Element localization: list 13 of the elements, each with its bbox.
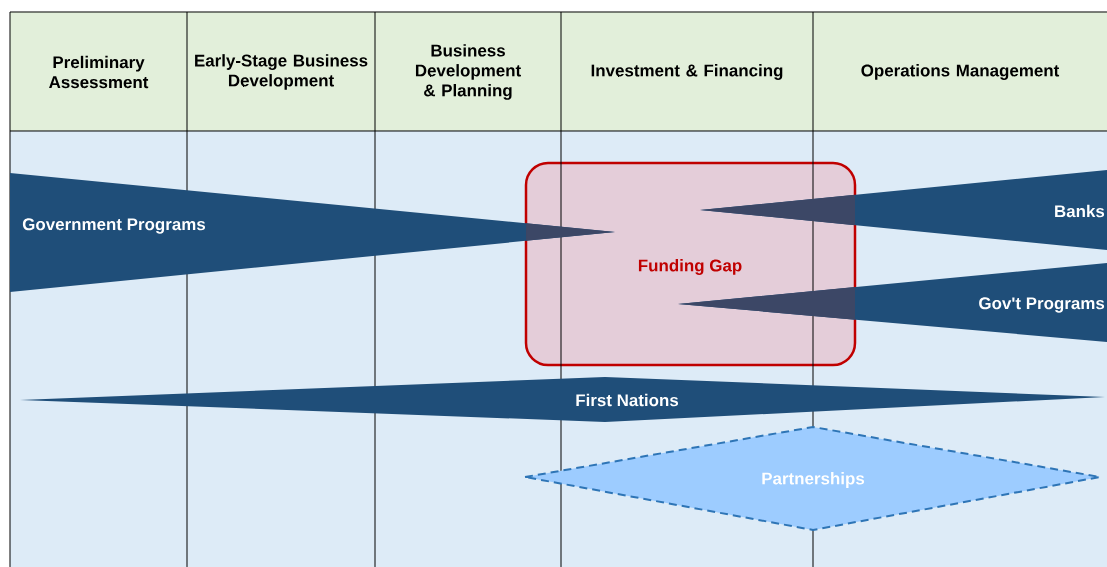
node-label: Early-Stage Business Development: [195, 54, 368, 90]
column-header: Investment & Financing: [561, 12, 813, 131]
column-header: Business Development & Planning: [375, 12, 561, 131]
node-label: Preliminary Assessment: [49, 55, 149, 89]
arrow-wedge: Banks: [700, 170, 1107, 250]
node-label: Investment & Financing: [591, 64, 783, 80]
column-header: Early-Stage Business Development: [187, 12, 375, 131]
arrow-wedge: Government Programs: [10, 173, 615, 292]
node-label: Operations Management: [861, 64, 1060, 80]
node-label: Business Development & Planning: [415, 44, 521, 100]
gap-box: Funding Gap: [524, 161, 857, 367]
column-header: Operations Management: [813, 12, 1107, 131]
column-header: Preliminary Assessment: [10, 12, 187, 131]
